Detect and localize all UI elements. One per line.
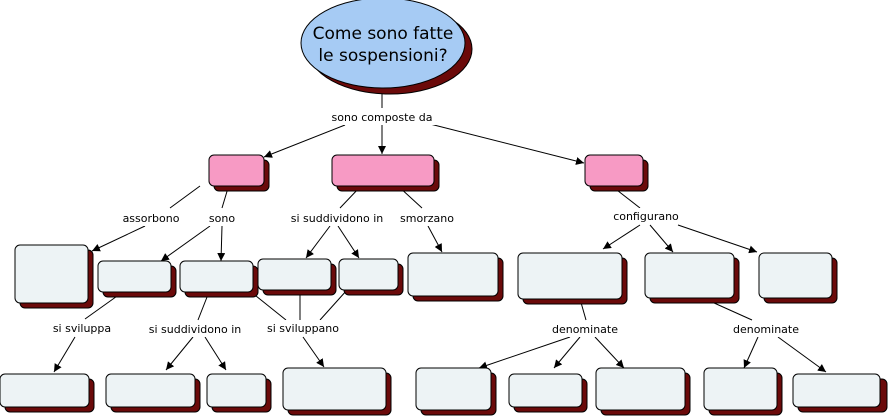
link-label-subdivided: si suddividono in <box>291 212 384 225</box>
concept-node-l2-8[interactable] <box>644 252 740 304</box>
concept-node-l3-1[interactable] <box>0 373 95 413</box>
link-label-called-1: denominate <box>552 323 618 336</box>
concept-node-middle-pink[interactable] <box>331 154 440 192</box>
concept-node-l3-4[interactable] <box>282 367 392 416</box>
concept-node-l3-3[interactable] <box>206 373 272 413</box>
link-label-called-2: denominate <box>733 323 799 336</box>
concept-node-l3-7[interactable] <box>595 367 691 416</box>
concept-node-l2-1[interactable] <box>14 244 94 309</box>
link-label-absorb: assorbono <box>123 212 180 225</box>
link-label-composed-of: sono composte da <box>332 111 433 124</box>
link-label-dampen: smorzano <box>400 212 454 225</box>
concept-node-l2-3[interactable] <box>179 260 259 298</box>
root-title-line2: le sospensioni? <box>318 46 447 66</box>
concept-node-l3-6[interactable] <box>508 373 588 413</box>
concept-node-l2-7[interactable] <box>517 252 628 305</box>
root-concept[interactable]: Come sono fatte le sospensioni? <box>300 0 473 95</box>
concept-node-l2-4[interactable] <box>257 258 337 296</box>
link-label-configure: configurano <box>613 210 679 223</box>
concept-node-l3-2[interactable] <box>105 373 201 413</box>
root-title-line1: Come sono fatte <box>313 24 454 44</box>
concept-node-l2-6[interactable] <box>407 252 504 302</box>
concept-node-left-pink[interactable] <box>208 154 270 192</box>
concept-node-l2-9[interactable] <box>758 252 838 304</box>
link-label-develop: si sviluppano <box>267 322 339 335</box>
concept-node-l3-5[interactable] <box>415 367 497 416</box>
concept-node-l2-5[interactable] <box>338 258 404 296</box>
link-label-develops: si sviluppa <box>53 322 111 335</box>
link-labels: sono composte da assorbono sono si suddi… <box>50 109 801 337</box>
concept-node-l3-8[interactable] <box>703 367 783 416</box>
connectors <box>53 93 827 373</box>
concept-node-right-pink[interactable] <box>584 154 649 192</box>
link-label-are: sono <box>209 212 235 225</box>
concept-node-l2-2[interactable] <box>97 260 177 298</box>
link-label-subdivided-2: si suddividono in <box>149 323 242 336</box>
concept-node-l3-9[interactable] <box>792 373 888 413</box>
